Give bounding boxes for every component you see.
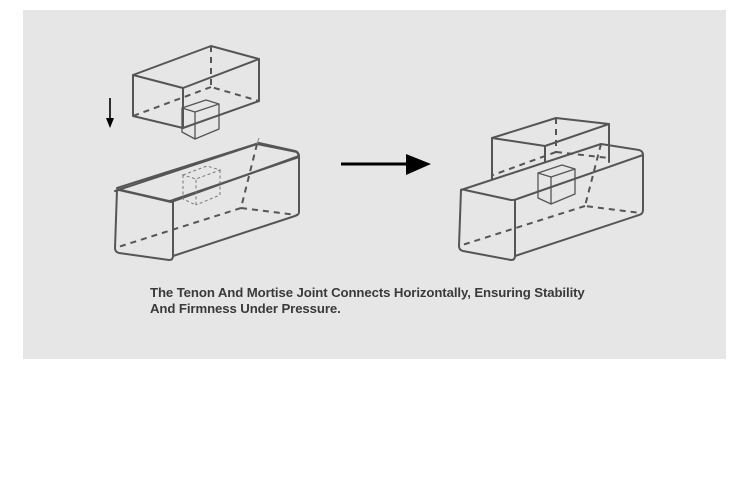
joint-diagram xyxy=(106,45,644,261)
lower-block-before xyxy=(114,137,300,261)
upper-block-assembled xyxy=(491,117,610,180)
tenon-assembled xyxy=(537,164,576,205)
diagram-caption: The Tenon And Mortise Joint Connects Hor… xyxy=(150,285,630,317)
upper-block-before xyxy=(132,45,260,129)
caption-line-1: The Tenon And Mortise Joint Connects Hor… xyxy=(150,285,585,300)
down-arrow-icon xyxy=(106,98,114,128)
lower-block-assembled xyxy=(458,143,644,261)
tenon-before xyxy=(181,99,220,140)
diagram-panel: The Tenon And Mortise Joint Connects Hor… xyxy=(23,10,726,359)
mortise-hole xyxy=(181,165,222,206)
caption-line-2: And Firmness Under Pressure. xyxy=(150,301,341,316)
right-arrow-icon xyxy=(341,154,431,175)
